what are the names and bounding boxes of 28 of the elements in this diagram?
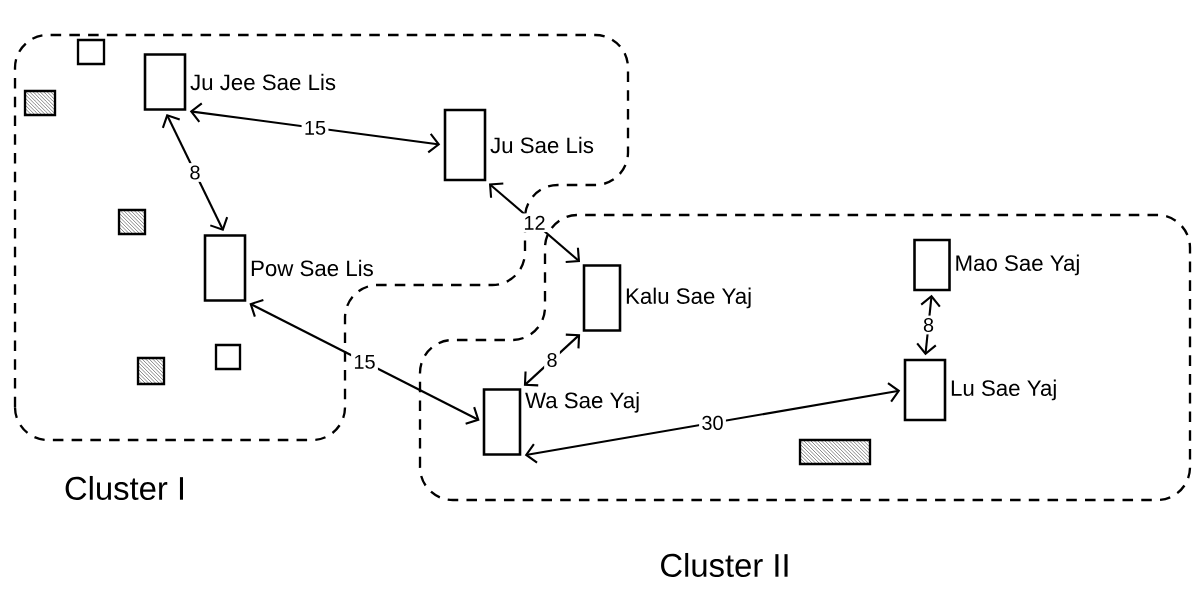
hatched-block <box>798 438 872 466</box>
arrow <box>249 298 480 425</box>
hatched-block <box>23 89 57 117</box>
arrow <box>524 382 901 464</box>
edge-label: 15 <box>305 120 326 135</box>
name-label: Mao Sae Yaj <box>956 254 1079 276</box>
arrow <box>916 294 941 356</box>
edge-label: 30 <box>702 415 723 430</box>
arrow <box>189 102 441 154</box>
hatched-block <box>136 356 166 386</box>
name-label: Pow Sae Lis <box>251 259 373 277</box>
edge-label: 8 <box>547 352 557 368</box>
hatched-block <box>117 208 147 236</box>
name-label: Wa Sae Yaj <box>525 391 639 413</box>
arrow <box>523 333 581 387</box>
edge-label: 15 <box>354 354 375 369</box>
name-label: Ju Jee Sae Lis <box>190 73 336 91</box>
edge-label: 8 <box>190 165 200 180</box>
edge-label: 8 <box>923 317 934 333</box>
small-square <box>76 38 106 66</box>
name-label: Ju Sae Lis <box>490 136 594 154</box>
cluster-label: Cluster I <box>65 475 183 501</box>
cluster-label: Cluster II <box>661 552 788 578</box>
small-square <box>214 343 242 371</box>
edge-label: 12 <box>524 215 545 230</box>
name-label: Lu Sae Yaj <box>951 379 1056 401</box>
arrow <box>161 113 229 232</box>
name-label: Kalu Sae Yaj <box>626 287 751 309</box>
